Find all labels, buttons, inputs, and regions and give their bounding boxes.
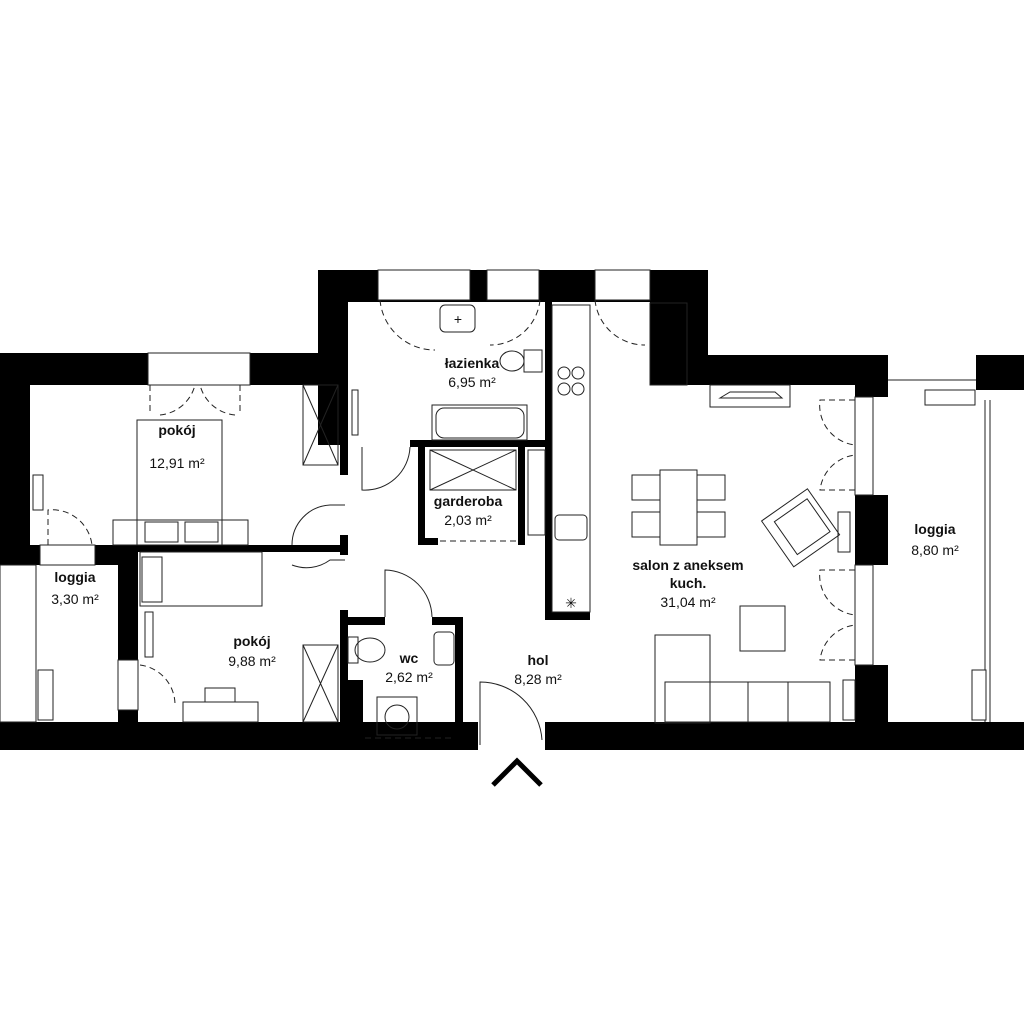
room-area-loggia-1: 3,30 m²: [51, 591, 99, 607]
room-name-garderoba: garderoba: [434, 493, 503, 509]
svg-text:+: +: [454, 311, 462, 327]
room-name-pokoj-2: pokój: [233, 633, 270, 649]
furniture: + ✳: [32, 302, 856, 736]
room-name-pokoj-1: pokój: [158, 422, 195, 438]
walls: [0, 270, 1024, 750]
entrance-arrow-icon: [491, 757, 543, 787]
room-name-hol: hol: [528, 652, 549, 668]
room-name-salon: salon z aneksem: [632, 557, 743, 573]
room-area-pokoj-2: 9,88 m²: [228, 653, 276, 669]
room-name-loggia-1: loggia: [54, 569, 95, 585]
room-name-wc: wc: [399, 650, 419, 666]
room-area-pokoj-1: 12,91 m²: [149, 455, 205, 471]
room-area-wc: 2,62 m²: [385, 669, 433, 685]
room-labels: łazienka 6,95 m² pokój 12,91 m² garderob…: [51, 355, 959, 687]
room-area-lazienka: 6,95 m²: [448, 374, 496, 390]
room-area-hol: 8,28 m²: [514, 671, 562, 687]
windows: [0, 269, 991, 723]
room-name-salon-2: kuch.: [670, 575, 707, 591]
room-area-loggia-2: 8,80 m²: [911, 542, 959, 558]
room-area-garderoba: 2,03 m²: [444, 512, 492, 528]
svg-text:✳: ✳: [565, 595, 577, 611]
doors: [291, 446, 543, 745]
room-name-lazienka: łazienka: [445, 355, 500, 371]
room-area-salon: 31,04 m²: [660, 594, 716, 610]
room-name-loggia-2: loggia: [914, 521, 955, 537]
